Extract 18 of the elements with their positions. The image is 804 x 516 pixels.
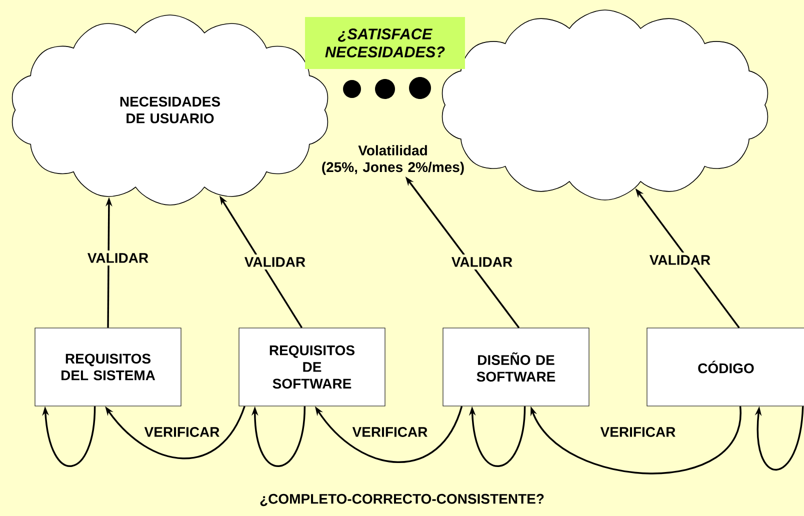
edge-label: VALIDAR — [448, 254, 516, 270]
caption: ¿COMPLETO-CORRECTO-CONSISTENTE? — [260, 494, 544, 506]
question-box: ¿SATISFACE NECESIDADES? — [305, 17, 465, 69]
edge-label: VALIDAR — [242, 254, 308, 270]
arrow — [468, 406, 526, 467]
arrow — [42, 406, 96, 467]
process-box: DISEÑO DE SOFTWARE — [442, 328, 590, 406]
process-box: REQUISITOS DEL SISTEMA — [34, 328, 182, 406]
edge-label: VALIDAR — [646, 252, 714, 268]
process-box: REQUISITOS DE SOFTWARE — [238, 328, 386, 406]
edge-label: VERIFICAR — [598, 424, 678, 440]
arrow — [754, 406, 804, 471]
edge-label: VALIDAR — [84, 250, 152, 266]
arrow — [530, 406, 742, 474]
edge-label: VERIFICAR — [142, 424, 222, 440]
process-box: CÓDIGO — [646, 328, 804, 406]
edge-label: VERIFICAR — [350, 424, 430, 440]
arrow — [251, 406, 306, 467]
